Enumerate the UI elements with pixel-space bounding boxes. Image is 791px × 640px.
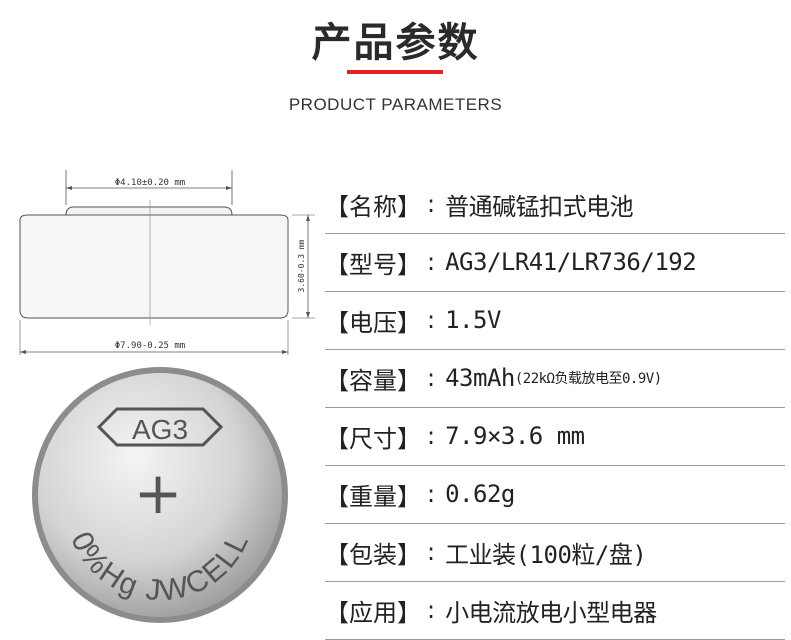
param-colon: :	[427, 596, 436, 624]
param-value: 小电流放电小型电器	[445, 598, 657, 627]
param-colon: :	[427, 306, 436, 334]
param-value: 7.9×3.6 mm	[445, 422, 585, 450]
param-colon: :	[427, 190, 436, 218]
param-value: 0.62g	[445, 480, 515, 508]
param-label: 【应用】	[325, 598, 421, 627]
param-label: 【名称】	[325, 192, 421, 221]
param-row-size: 【尺寸】 : 7.9×3.6 mm	[325, 407, 785, 466]
param-value: AG3/LR41/LR736/192	[445, 248, 697, 276]
param-value: 工业装(100粒/盘)	[445, 540, 647, 569]
page-subtitle: PRODUCT PARAMETERS	[288, 95, 503, 114]
button-battery-image: AG3 + 0%Hg JWCELL	[32, 367, 288, 623]
param-value: 43mAh	[445, 364, 515, 392]
param-value: 1.5V	[445, 306, 501, 334]
param-row-application: 【应用】 : 小电流放电小型电器	[325, 581, 785, 640]
param-label: 【型号】	[325, 250, 421, 279]
bottom-dimension-label: Φ7.90-0.25 mm	[115, 341, 185, 351]
top-dimension-label: Φ4.10±0.20 mm	[115, 178, 185, 188]
param-row-name: 【名称】 : 普通碱锰扣式电池	[325, 175, 785, 234]
param-row-model: 【型号】 : AG3/LR41/LR736/192	[325, 233, 785, 292]
dimension-drawing: Φ4.10±0.20 mm 3.60-0.3 mm Φ7.90-0.25 mm	[19, 170, 315, 355]
model-marking: AG3	[132, 414, 188, 445]
param-colon: :	[427, 422, 436, 450]
param-row-packaging: 【包装】 : 工业装(100粒/盘)	[325, 523, 785, 582]
param-label: 【尺寸】	[325, 424, 421, 453]
param-colon: :	[427, 364, 436, 392]
param-row-voltage: 【电压】 : 1.5V	[325, 291, 785, 350]
param-label: 【电压】	[325, 308, 421, 337]
page-title: 产品参数	[311, 20, 480, 66]
param-colon: :	[427, 248, 436, 276]
param-label: 【包装】	[325, 540, 421, 569]
param-row-weight: 【重量】 : 0.62g	[325, 465, 785, 524]
title-underline	[347, 70, 443, 74]
param-colon: :	[427, 480, 436, 508]
param-note: (22kΩ负载放电至0.9V)	[514, 371, 662, 387]
param-label: 【容量】	[325, 366, 421, 395]
param-value: 普通碱锰扣式电池	[445, 192, 634, 221]
height-dimension-label: 3.60-0.3 mm	[297, 239, 306, 292]
param-row-capacity: 【容量】 : 43mAh (22kΩ负载放电至0.9V)	[325, 349, 785, 408]
plus-icon: +	[134, 459, 183, 527]
param-colon: :	[427, 538, 436, 566]
param-label: 【重量】	[325, 482, 421, 511]
